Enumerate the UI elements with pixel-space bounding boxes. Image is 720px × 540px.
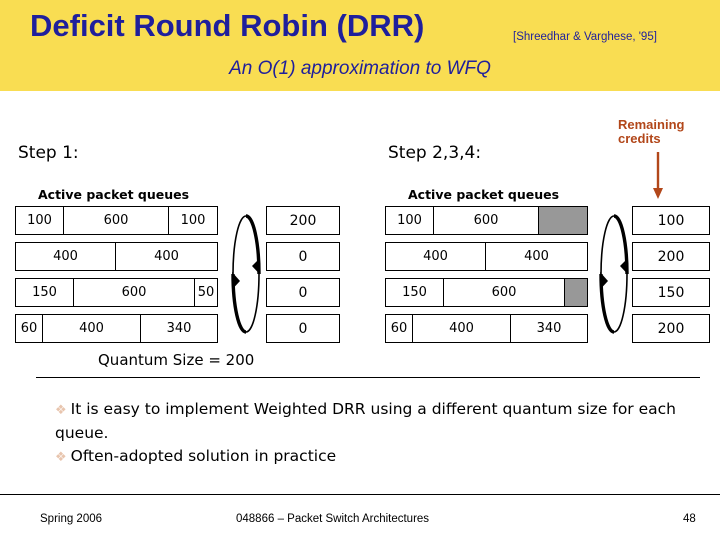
queue-row: 400 400: [385, 242, 588, 271]
bullet-item: ❖Often-adopted solution in practice: [55, 445, 695, 469]
credit-box: 200: [632, 314, 710, 343]
page-title: Deficit Round Robin (DRR): [30, 8, 425, 43]
queue-cell-packet: 340: [166, 321, 192, 336]
queue-cell-packet: 400: [524, 249, 549, 264]
queue-cell-consumed: [565, 279, 587, 306]
credit-box: 0: [266, 242, 340, 271]
quantum-size-label: Quantum Size = 200: [98, 351, 255, 369]
queue-cell-packet: 100: [386, 207, 434, 234]
bullet-diamond-icon: ❖: [55, 403, 67, 418]
queue-cell-packet: 400: [16, 243, 116, 270]
right-active-queues-label: Active packet queues: [408, 187, 560, 202]
footer-term: Spring 2006: [40, 513, 103, 525]
right-step-label: Step 2,3,4:: [388, 143, 482, 163]
divider-bottom: [0, 494, 720, 495]
page-subtitle: An O(1) approximation to WFQ: [229, 58, 491, 79]
bullet-item-text: It is easy to implement Weighted DRR usi…: [55, 400, 676, 442]
queue-cell-packet: 150: [16, 279, 74, 306]
queue-cell-packet: 600: [64, 207, 169, 234]
queue-cell-packet: 400: [154, 249, 179, 264]
bullet-diamond-icon: ❖: [55, 450, 67, 465]
credit-box: 150: [632, 278, 710, 307]
credit-box: 0: [266, 278, 340, 307]
divider-top: [36, 377, 700, 378]
queue-cell-packet: 150: [386, 279, 444, 306]
queue-cell-packet: 400: [386, 243, 486, 270]
queue-cell-packet: 400: [43, 315, 141, 342]
queue-cell-packet: 60: [16, 315, 43, 342]
bullet-item-text: Often-adopted solution in practice: [70, 447, 337, 465]
queue-cell-packet: 50: [197, 285, 215, 300]
credit-box: 100: [632, 206, 710, 235]
queue-cell-packet: 600: [444, 279, 565, 306]
remaining-credits-arrow-icon: [653, 152, 663, 199]
remaining-credits-line1: Remaining: [618, 117, 685, 132]
credit-box: 0: [266, 314, 340, 343]
queue-cell-packet: 60: [386, 315, 413, 342]
queue-cell-packet: 600: [74, 279, 195, 306]
remaining-credits-line2: credits: [618, 131, 661, 146]
queue-cell-packet: 100: [16, 207, 64, 234]
credit-box: 200: [632, 242, 710, 271]
footer-page-number: 48: [683, 513, 696, 525]
left-step-label: Step 1:: [18, 143, 79, 163]
queue-cell-packet: 100: [180, 213, 206, 228]
footer-course: 048866 – Packet Switch Architectures: [236, 513, 430, 525]
bullet-item: ❖It is easy to implement Weighted DRR us…: [55, 398, 695, 445]
body-bullet-list: ❖It is easy to implement Weighted DRR us…: [55, 398, 695, 469]
right-round-robin-cycle-icon: [599, 214, 629, 334]
left-round-robin-cycle-icon: [231, 214, 261, 334]
queue-cell-packet: 400: [413, 315, 511, 342]
queue-cell-consumed: [539, 207, 587, 234]
queue-cell-packet: 600: [434, 207, 539, 234]
remaining-credits-callout: Remaining credits: [618, 118, 720, 146]
title-band: [0, 0, 720, 91]
queue-row: 400 400: [15, 242, 218, 271]
credit-box: 200: [266, 206, 340, 235]
title-attribution: [Shreedhar & Varghese, '95]: [513, 31, 657, 43]
queue-cell-packet: 340: [536, 321, 562, 336]
left-active-queues-label: Active packet queues: [38, 187, 190, 202]
